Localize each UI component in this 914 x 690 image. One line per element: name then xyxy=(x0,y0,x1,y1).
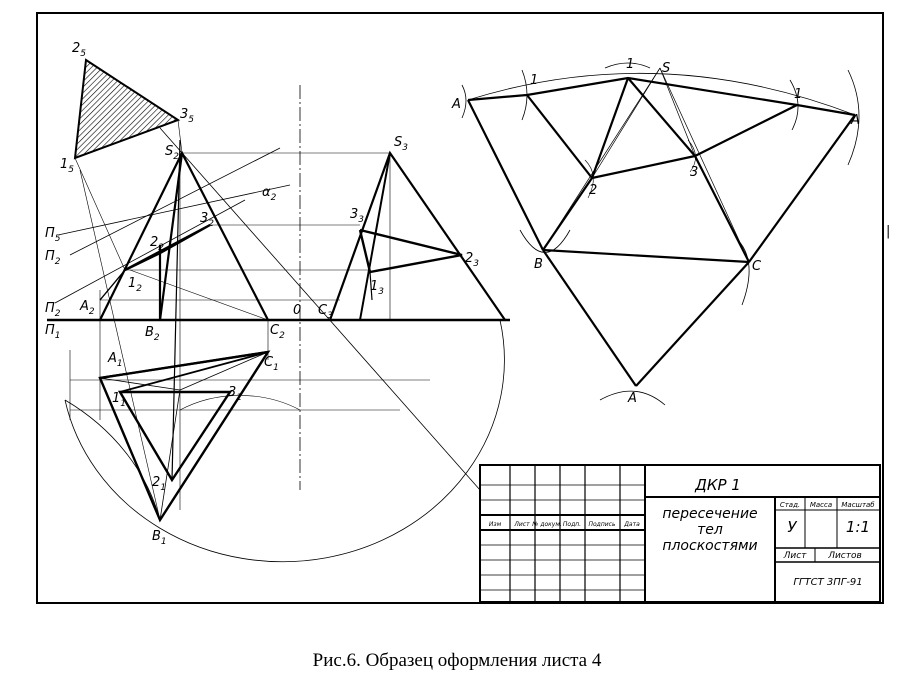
hatched-section-triangle xyxy=(73,58,181,160)
sheet-frame xyxy=(36,12,884,604)
label-1-5: 15 xyxy=(60,157,74,175)
title-line-3: плоскостями xyxy=(662,538,757,554)
label-3-1: 31 xyxy=(228,385,242,403)
dev-label-A-bottom: A xyxy=(627,391,637,406)
row-header-3: Подп. xyxy=(563,521,581,528)
dev-label-S: S xyxy=(662,61,670,76)
dev-label-2: 2 xyxy=(589,183,597,198)
label-1-3: 13 xyxy=(370,279,384,297)
row-header-5: Дата xyxy=(623,521,640,528)
title-block-text: ДКР 1 пересечение тел плоскостями Стад. … xyxy=(489,476,875,588)
title-line-2: тел xyxy=(697,522,723,538)
label-pi2-b: П2 xyxy=(45,301,61,319)
label-B1: B1 xyxy=(152,529,167,547)
development-labels: A A A 1 1 1 S 2 3 B C | xyxy=(451,57,890,406)
side-mark: | xyxy=(886,224,890,239)
label-S3: S3 xyxy=(394,135,408,153)
label-3-2: 32 xyxy=(200,211,214,229)
scale-value: 1:1 xyxy=(846,518,870,536)
row-header-1: Лист xyxy=(513,521,530,528)
row-header-0: Изм xyxy=(489,521,502,528)
dev-label-1-b: 1 xyxy=(626,57,634,72)
sheet-label: Лист xyxy=(783,551,808,561)
dev-label-A-right: A xyxy=(850,113,860,128)
label-C3: C3 xyxy=(318,303,333,321)
sheets-label: Листов xyxy=(827,551,862,561)
label-1-1: 11 xyxy=(112,391,126,409)
col-mass: Масса xyxy=(810,501,832,509)
label-2-3: 23 xyxy=(465,251,479,269)
label-A1: A1 xyxy=(107,351,123,369)
label-B2: B2 xyxy=(145,325,160,343)
label-1-2: 12 xyxy=(128,276,142,294)
title-line-1: пересечение xyxy=(662,506,757,522)
label-2-1: 21 xyxy=(152,475,166,493)
row-header-2: № докум. xyxy=(531,521,562,528)
col-scale: Масштаб xyxy=(841,501,875,509)
label-2-2: 22 xyxy=(150,235,164,253)
label-C1: C1 xyxy=(264,355,279,373)
doc-code: ДКР 1 xyxy=(694,476,741,494)
label-pi2-a: П2 xyxy=(45,249,61,267)
lit-value: У xyxy=(787,518,797,536)
col-lit: Стад. xyxy=(780,501,800,509)
dev-label-A-left: A xyxy=(451,97,461,112)
projections xyxy=(47,58,510,563)
development-net xyxy=(461,62,860,406)
title-block xyxy=(479,464,881,603)
label-C2: C2 xyxy=(270,323,285,341)
label-alpha2: α2 xyxy=(262,185,277,203)
label-A2: A2 xyxy=(79,299,95,317)
label-O: 0 xyxy=(293,303,301,318)
projection-labels: 25 35 15 П5 П2 П2 П1 α2 S2 S3 A2 B2 C2 C… xyxy=(45,41,479,547)
label-2-5: 25 xyxy=(72,41,86,59)
org-label: ГГТСТ 3ПГ-91 xyxy=(793,577,862,588)
dev-label-1-a: 1 xyxy=(530,73,538,88)
label-3-3: 33 xyxy=(350,207,364,225)
dev-label-B: B xyxy=(534,257,543,272)
label-3-5: 35 xyxy=(180,107,194,125)
label-pi1: П1 xyxy=(45,323,61,341)
label-S2: S2 xyxy=(165,144,179,162)
dev-label-3: 3 xyxy=(690,165,698,180)
dev-label-1-c: 1 xyxy=(794,87,802,102)
figure-caption: Рис.6. Образец оформления листа 4 xyxy=(312,650,602,671)
row-header-4: Подпись xyxy=(589,521,616,528)
label-pi5: П5 xyxy=(45,226,61,244)
dev-label-C: C xyxy=(752,259,762,274)
